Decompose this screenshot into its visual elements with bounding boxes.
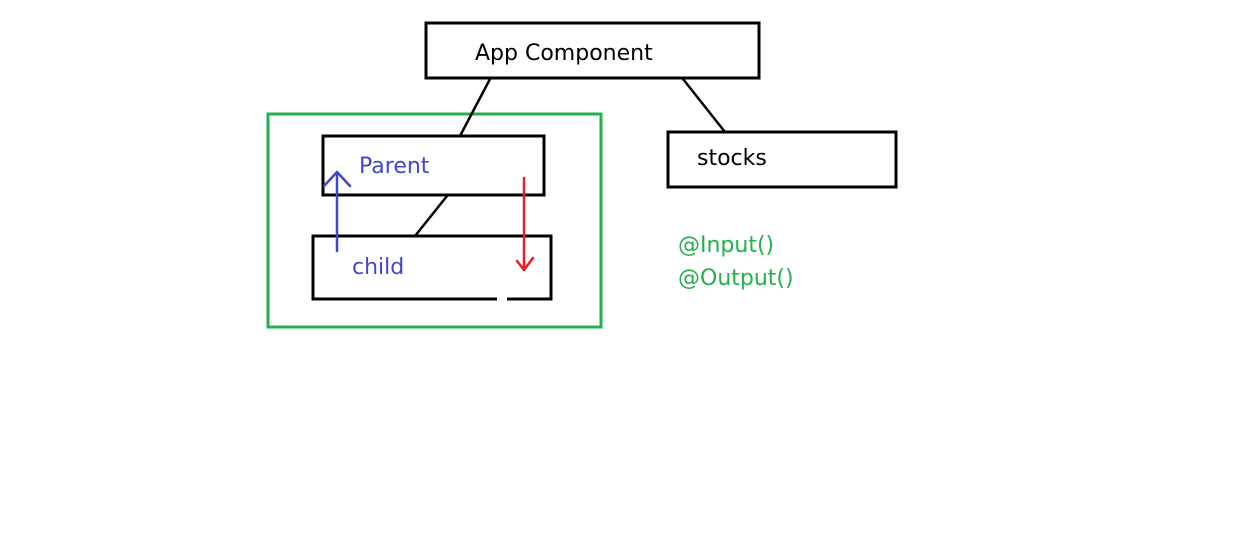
app-to-parent-connector: [458, 78, 492, 137]
stocks-box: [666, 130, 898, 189]
child-to-parent-arrow: [322, 170, 352, 253]
parent-box: [321, 134, 546, 197]
app-component-box: [424, 21, 761, 80]
parent-to-child-connector: [414, 195, 448, 237]
parent-to-child-arrow: [515, 176, 535, 272]
input-decorator-label: @Input(): [678, 233, 774, 258]
app-component-label: App Component: [475, 41, 653, 66]
child-box: [311, 234, 553, 301]
child-label: child: [352, 255, 404, 280]
parent-label: Parent: [359, 154, 430, 179]
app-to-stocks-connector: [682, 78, 726, 133]
stocks-label: stocks: [697, 146, 767, 171]
output-decorator-label: @Output(): [678, 266, 794, 291]
parent-child-group-box: [266, 112, 603, 329]
